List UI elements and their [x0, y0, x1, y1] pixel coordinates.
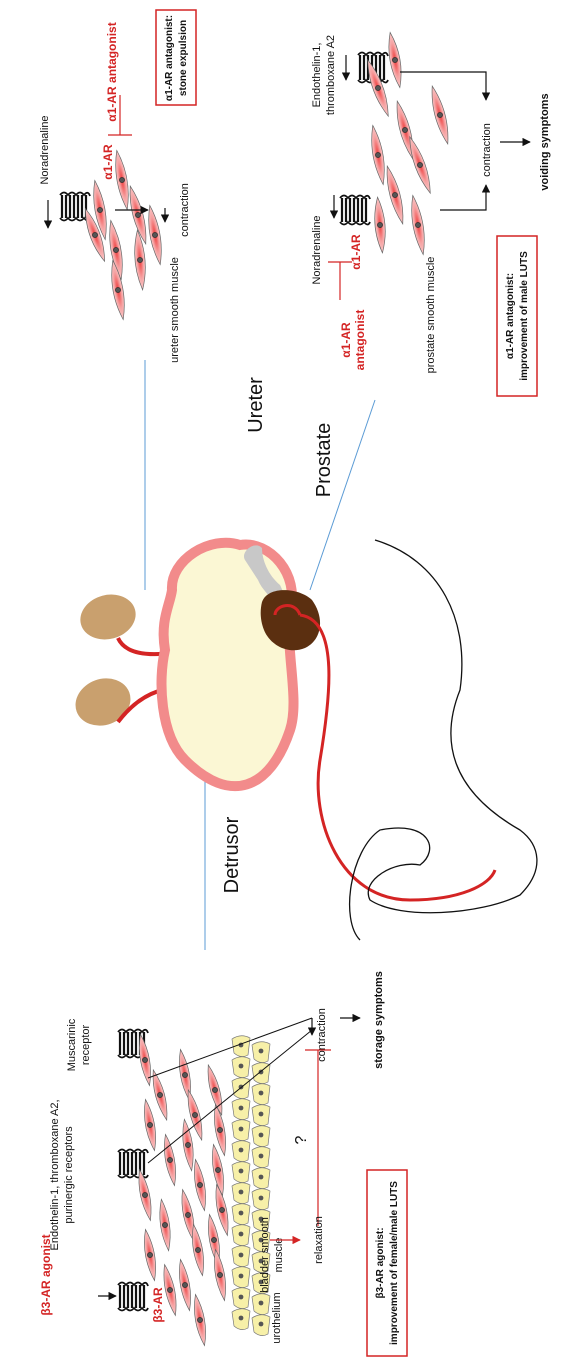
- beta3-agonist-label: β3-AR agonist: [39, 1234, 53, 1315]
- kidney-right: [75, 589, 140, 646]
- bladder-muscarinic-line1: Muscarinic: [66, 1018, 78, 1071]
- prostate-endothelin-line1: Endothelin-1,: [311, 43, 323, 108]
- urothelium-cell: [252, 1315, 270, 1336]
- bladder-muscle-cell: [211, 1249, 229, 1302]
- prostate-panel: Endothelin-1, thromboxane A2 Noradrenali…: [311, 32, 551, 396]
- ureter-outcome-line1: α1-AR antagonist:: [164, 15, 175, 101]
- bladder-muscle-cell: [141, 1099, 159, 1152]
- prostate-alpha1-receptor-icon: [340, 196, 370, 225]
- body-outline: [350, 540, 537, 940]
- ureter-antagonist-label: α1-AR antagonist: [105, 22, 119, 121]
- bladder-muscle-line2: muscle: [273, 1238, 285, 1273]
- bladder-outcome-box: β3-AR agonist: improvement of female/mal…: [367, 1170, 407, 1356]
- prostate-muscle-cell: [373, 197, 388, 254]
- ureter-outcome-line2: stone expulsion: [178, 20, 189, 96]
- urothelium-cell: [252, 1126, 270, 1147]
- urothelium-cell: [252, 1105, 270, 1126]
- ureter-outcome-box: α1-AR antagonist: stone expulsion: [156, 10, 196, 105]
- muscarinic-to-contraction-line: [148, 1018, 312, 1078]
- bladder-muscle-cell: [176, 1049, 194, 1102]
- ureter-muscle-cell: [145, 205, 165, 266]
- beta3-receptor-label: β3-AR: [151, 1287, 165, 1323]
- bladder-muscle-cell: [191, 1294, 209, 1347]
- urothelium-cell: [232, 1246, 250, 1267]
- prostate-antagonist-line2: antagonist: [353, 310, 367, 371]
- bladder-smooth-muscle-cells: [135, 1034, 232, 1347]
- urothelium-cell: [252, 1084, 270, 1105]
- endothelin-to-contraction-line: [148, 1030, 312, 1163]
- bladder-muscle-cell: [205, 1214, 223, 1267]
- bladder-muscle-line1: bladder smooth: [259, 1217, 271, 1293]
- urothelium-cell: [232, 1120, 250, 1141]
- urothelium-cell: [232, 1267, 250, 1288]
- bladder-muscle-cell: [191, 1159, 209, 1212]
- urothelium-cell: [232, 1309, 250, 1330]
- prostate-tissue-label: prostate smooth muscle: [425, 257, 437, 374]
- prostate-outcome-line2: improvement of male LUTS: [519, 251, 530, 381]
- urothelium-cell: [252, 1147, 270, 1168]
- prostate-endothelin-line2: thromboxane A2: [325, 35, 337, 115]
- bladder-muscle-cell: [176, 1259, 194, 1312]
- prostate-muscle-cell: [382, 165, 407, 226]
- urothelium-cell: [232, 1162, 250, 1183]
- ureter-tissue-label: ureter smooth muscle: [169, 257, 181, 363]
- ureter-noradrenaline-label: Noradrenaline: [39, 115, 51, 184]
- bladder-outcome-line2: improvement of female/male LUTS: [389, 1181, 400, 1345]
- urothelium-label: urothelium: [271, 1292, 283, 1343]
- urothelium-cell: [232, 1225, 250, 1246]
- prostate-voiding-label: voiding symptoms: [539, 93, 551, 190]
- anatomy-illustration: Ureter Prostate Detrusor: [69, 360, 537, 950]
- urothelium-cell: [252, 1294, 270, 1315]
- urothelium-cell: [232, 1099, 250, 1120]
- beta3-receptor-icon: [118, 1283, 148, 1311]
- prostate-antagonist-line1: α1-AR: [339, 322, 353, 358]
- prostate-muscle-cell: [368, 125, 388, 186]
- prostate-noradrenaline-label: Noradrenaline: [311, 215, 323, 284]
- urothelium-cell: [252, 1189, 270, 1210]
- urothelium-cell: [252, 1042, 270, 1063]
- urothelium-cell: [232, 1057, 250, 1078]
- urethra: [300, 615, 495, 900]
- urothelium-cell: [232, 1288, 250, 1309]
- prostate-muscle-cell: [427, 85, 452, 146]
- prostate-outcome-line1: α1-AR antagonist:: [505, 273, 516, 359]
- prostate-muscle-cell: [385, 32, 405, 89]
- urothelium-cell: [232, 1204, 250, 1225]
- relaxation-label: relaxation: [313, 1216, 325, 1264]
- bladder-muscle-cell: [157, 1199, 173, 1252]
- prostate-organ-label: Prostate: [313, 423, 335, 497]
- kidney-left: [69, 671, 137, 733]
- urothelium-cell: [232, 1183, 250, 1204]
- prostate-bottom-to-contraction-arrow: [440, 185, 486, 210]
- prostate-muscle-cell: [408, 195, 428, 256]
- prostate-outcome-box: α1-AR antagonist: improvement of male LU…: [497, 236, 537, 396]
- question-mark: ?: [293, 1135, 310, 1144]
- prostate-contraction-label: contraction: [481, 123, 493, 177]
- bladder-endothelin-line1: Endothelin-1, thromboxane A2,: [49, 1099, 61, 1250]
- bladder-panel: Endothelin-1, thromboxane A2, purinergic…: [39, 971, 407, 1356]
- prostate-alpha1-receptor-label: α1-AR: [349, 234, 363, 270]
- ureter-organ-label: Ureter: [245, 377, 267, 433]
- prostate-top-to-contraction-arrow: [400, 72, 486, 100]
- detrusor-organ-label: Detrusor: [221, 816, 243, 893]
- ureter-contraction-label: contraction: [179, 183, 191, 237]
- storage-symptoms-label: storage symptoms: [373, 971, 385, 1069]
- ureter-smooth-muscle-cells: [81, 150, 165, 321]
- ureter-alpha1-receptor-label: α1-AR: [101, 144, 115, 180]
- ureter-panel: Noradrenaline α1-AR α1-AR antagonist con…: [39, 10, 196, 363]
- bladder-muscle-cell: [141, 1229, 159, 1282]
- bladder-muscle-cell: [161, 1134, 179, 1187]
- urothelium-cell: [252, 1168, 270, 1189]
- bladder-muscarinic-line2: receptor: [80, 1024, 92, 1065]
- urothelium-cell: [232, 1141, 250, 1162]
- endothelin-receptor-icon: [118, 1150, 148, 1178]
- bladder-endothelin-line2: purinergic receptors: [63, 1126, 75, 1224]
- bladder-outcome-line1: β3-AR agonist:: [375, 1227, 386, 1298]
